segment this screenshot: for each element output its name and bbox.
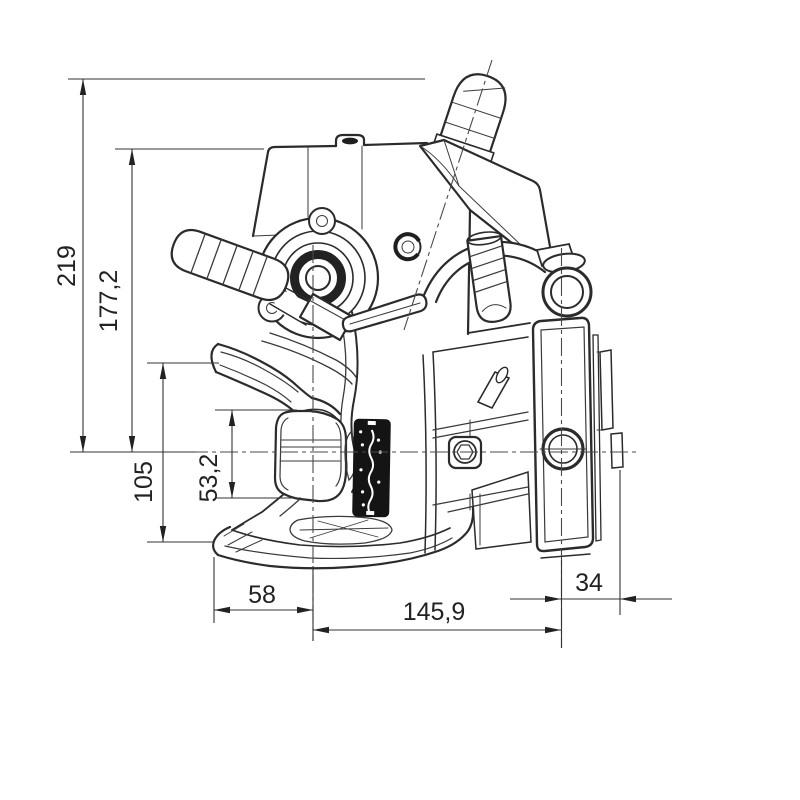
dim-flange-offset: 34 [510,569,672,603]
dimensions: 219 177,2 105 53,2 58 [53,78,672,648]
rear-grip [466,231,512,323]
dim-jaw-opening: 53,2 [195,410,236,503]
lever-grip [170,228,290,302]
mounting-flange [531,316,624,559]
funnel-jaw [210,311,360,531]
pivot-barrel [535,242,593,318]
side-bracket [422,322,532,554]
base-plate [212,506,475,570]
front-bolt [393,232,422,262]
id-label-plate [352,418,391,518]
jaw-mouth [273,409,348,503]
dim-label-housing-height: 177,2 [95,270,123,333]
pin-axis-centerline [403,59,493,331]
dim-label-tip-to-center: 58 [248,581,276,609]
pivot-lug-bolt-top [308,207,336,235]
dim-label-funnel-height: 105 [130,461,158,503]
dim-tip-to-center: 58 [214,581,313,614]
grease-nipple [476,366,511,410]
rear-clamp-tab [610,432,624,469]
dim-label-center-to-flange: 145,9 [403,598,466,626]
dim-label-flange-offset: 34 [575,569,603,597]
flange-hole [539,427,587,471]
hand-lever [170,228,428,342]
rear-clamp-strip [599,349,614,431]
dim-label-jaw-opening: 53,2 [195,454,223,503]
dim-funnel-height: 105 [130,363,167,542]
dim-overall-height: 219 [53,79,87,452]
dim-label-overall-height: 219 [53,245,81,287]
release-linkage [422,231,593,323]
dim-housing-height: 177,2 [95,149,136,452]
dim-center-to-flange: 145,9 [313,598,561,634]
